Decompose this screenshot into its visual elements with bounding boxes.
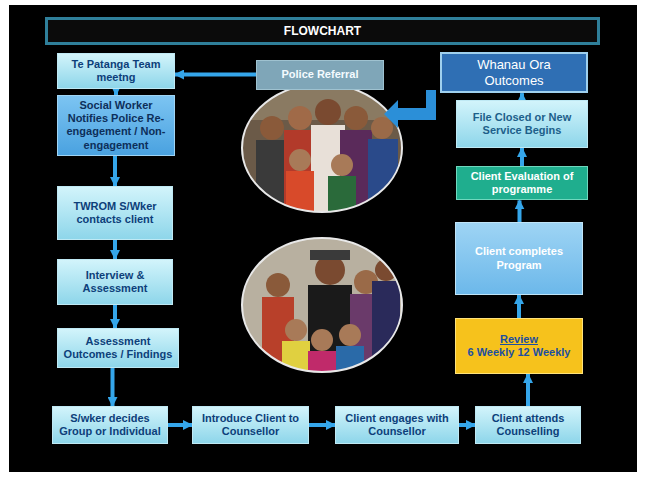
- process-box: Review6 Weekly 12 Weekly: [455, 318, 583, 374]
- flow-arrow: [113, 240, 117, 259]
- flow-arrow: [526, 374, 530, 406]
- box-heading: Review: [500, 333, 538, 346]
- flow-arrow: [111, 368, 115, 406]
- flow-arrow: [309, 423, 335, 427]
- flow-arrow: [520, 93, 524, 100]
- flow-arrow: [113, 156, 117, 186]
- box-text: Te Patanga Team meetng: [63, 58, 169, 84]
- box-text: Client Evaluation of programme: [462, 170, 582, 196]
- process-box: TWROM S/Wker contacts client: [57, 186, 173, 240]
- flow-arrow: [459, 423, 475, 427]
- box-text: Interview & Assessment: [63, 269, 167, 295]
- process-box: Introduce Client to Counsellor: [192, 406, 309, 444]
- title-band: FLOWCHART: [45, 17, 600, 45]
- process-box: Te Patanga Team meetng: [57, 53, 175, 89]
- flow-arrow: [518, 200, 522, 222]
- box-text: Assessment Outcomes / Findings: [63, 335, 173, 361]
- process-box: Police Referral: [256, 60, 384, 90]
- process-box: Client attends Counselling: [475, 406, 581, 444]
- box-text: Client engages with Counsellor: [341, 412, 453, 438]
- photo-frame: [242, 84, 402, 212]
- box-text: Police Referral: [281, 68, 358, 81]
- family-photo: [240, 236, 405, 381]
- box-text: 6 Weekly 12 Weekly: [468, 346, 571, 359]
- box-text: File Closed or New Service Begins: [462, 111, 582, 137]
- box-text: Introduce Client to Counsellor: [198, 412, 303, 438]
- family-photo: [240, 80, 405, 220]
- flow-arrow: [113, 305, 117, 328]
- box-text: TWROM S/Wker contacts client: [63, 200, 167, 226]
- flow-arrow: [168, 423, 192, 427]
- big-arrow: [384, 90, 436, 128]
- process-box: Assessment Outcomes / Findings: [57, 328, 179, 368]
- process-box: File Closed or New Service Begins: [456, 100, 588, 148]
- process-box: Interview & Assessment: [57, 259, 173, 305]
- title-text: FLOWCHART: [284, 24, 361, 38]
- process-box: Whanau Ora Outcomes: [440, 52, 588, 93]
- process-box: S/wker decides Group or Individual: [52, 406, 168, 444]
- flow-arrow: [175, 73, 256, 77]
- process-box: Client engages with Counsellor: [335, 406, 459, 444]
- box-text: Client attends Counselling: [481, 412, 575, 438]
- process-box: Client completes Program: [455, 222, 583, 295]
- flow-arrow: [520, 148, 524, 166]
- box-text: Social Worker Notifies Police Re- engage…: [63, 99, 169, 152]
- box-text: Whanau Ora Outcomes: [447, 57, 581, 88]
- flow-arrow: [517, 295, 521, 318]
- photo-frame: [242, 238, 402, 372]
- process-box: Client Evaluation of programme: [456, 166, 588, 200]
- process-box: Social Worker Notifies Police Re- engage…: [57, 95, 175, 156]
- box-text: Client completes Program: [461, 245, 577, 271]
- box-text: S/wker decides Group or Individual: [58, 412, 162, 438]
